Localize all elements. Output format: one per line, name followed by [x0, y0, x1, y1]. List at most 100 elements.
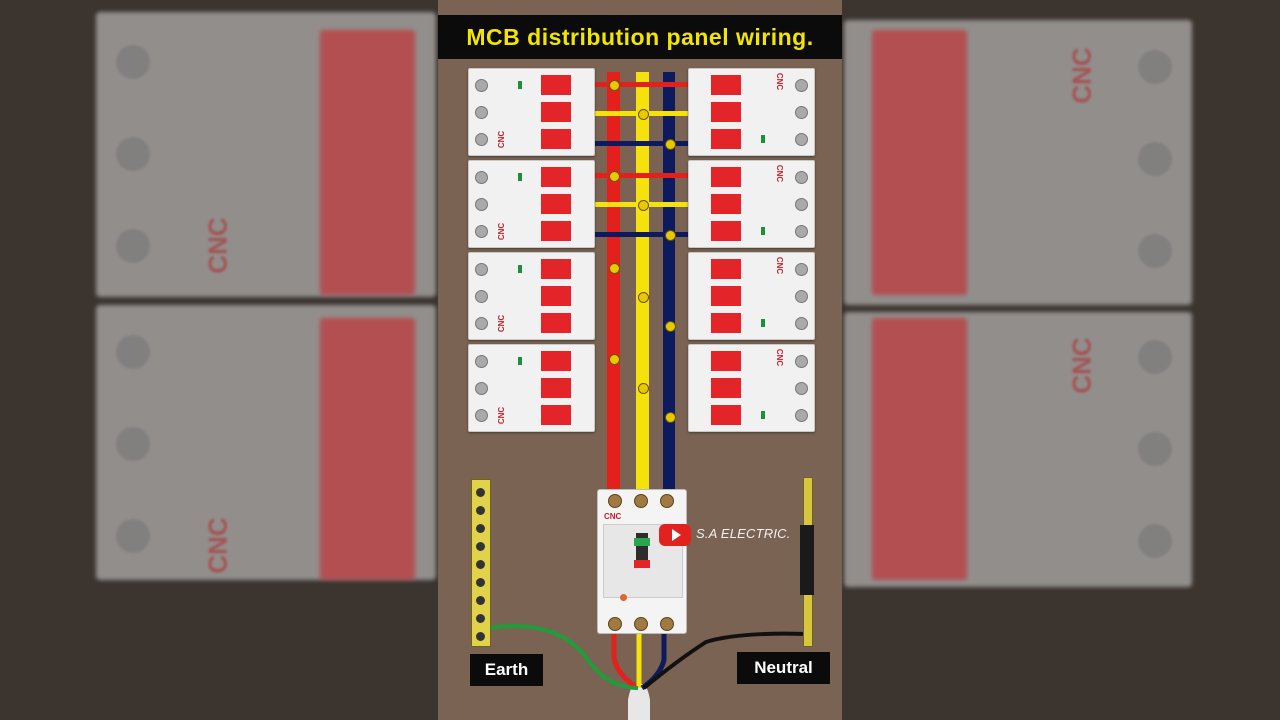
status-indicator	[761, 411, 765, 419]
status-indicator	[761, 135, 765, 143]
terminal-screw	[795, 106, 808, 119]
test-button[interactable]	[620, 594, 627, 601]
mcb-toggle[interactable]	[541, 167, 571, 187]
mcb-left-3[interactable]: CNC	[468, 252, 595, 340]
mcb-toggle[interactable]	[541, 351, 571, 371]
mcb-toggle[interactable]	[541, 313, 571, 333]
bus-connection-dot	[609, 263, 620, 274]
main-breaker-mccb[interactable]: CNC	[597, 489, 687, 634]
title-banner: MCB distribution panel wiring.	[438, 15, 842, 59]
brand-logo: CNC	[775, 256, 785, 275]
terminal-screw	[475, 355, 488, 368]
mcb-toggle[interactable]	[541, 75, 571, 95]
terminal-screw	[795, 263, 808, 276]
brand-logo: CNC	[775, 72, 785, 91]
mcb-toggle[interactable]	[711, 167, 741, 187]
terminal-screw	[795, 225, 808, 238]
mcb-toggle[interactable]	[711, 313, 741, 333]
terminal-screw	[475, 317, 488, 330]
off-indicator	[634, 560, 650, 568]
terminal-screw	[475, 198, 488, 211]
terminal-screw	[475, 409, 488, 422]
earth-wire	[489, 624, 639, 690]
terminal-screw	[795, 317, 808, 330]
terminal-screw	[634, 617, 648, 631]
terminal-screw	[475, 225, 488, 238]
blue-feeder	[593, 141, 688, 146]
brand-logo: CNC	[497, 314, 507, 333]
earth-label: Earth	[470, 654, 543, 686]
brand-logo: CNC	[497, 222, 507, 241]
brand-logo: CNC	[497, 406, 507, 425]
mcb-toggle[interactable]	[711, 259, 741, 279]
bus-connection-dot	[665, 230, 676, 241]
neutral-wire	[642, 631, 807, 690]
terminal-screw	[795, 382, 808, 395]
status-indicator	[518, 173, 522, 181]
mcb-toggle[interactable]	[541, 102, 571, 122]
mcb-toggle[interactable]	[711, 405, 741, 425]
terminal-screw	[475, 171, 488, 184]
bus-connection-dot	[665, 412, 676, 423]
terminal-screw	[608, 494, 622, 508]
terminal-screw	[795, 171, 808, 184]
blurred-brand-text: CNC	[1066, 337, 1097, 394]
terminal-screw	[475, 290, 488, 303]
status-indicator	[761, 319, 765, 327]
mcb-toggle[interactable]	[711, 351, 741, 371]
brand-logo: CNC	[775, 164, 785, 183]
mcb-toggle[interactable]	[711, 286, 741, 306]
brand-logo: CNC	[497, 130, 507, 149]
mcb-toggle[interactable]	[541, 194, 571, 214]
bus-connection-dot	[638, 200, 649, 211]
neutral-label: Neutral	[737, 652, 830, 684]
mcb-toggle[interactable]	[711, 129, 741, 149]
bus-connection-dot	[665, 321, 676, 332]
mcb-toggle[interactable]	[541, 378, 571, 398]
distribution-panel: MCB distribution panel wiring. CNC	[438, 0, 842, 720]
terminal-screw	[475, 263, 488, 276]
blurred-background-left: CNC CNC	[0, 0, 438, 720]
mcb-toggle[interactable]	[711, 75, 741, 95]
terminal-screw	[795, 198, 808, 211]
incoming-cable	[628, 684, 650, 720]
terminal-screw	[795, 290, 808, 303]
mcb-toggle[interactable]	[541, 286, 571, 306]
terminal-screw	[608, 617, 622, 631]
channel-watermark: S.A ELECTRIC.	[696, 526, 791, 541]
red-feeder	[593, 173, 688, 178]
status-indicator	[518, 81, 522, 89]
red-phase-bus	[607, 72, 620, 502]
mcb-right-2[interactable]: CNC	[688, 160, 815, 248]
mcb-left-4[interactable]: CNC	[468, 344, 595, 432]
mcb-left-1[interactable]: CNC	[468, 68, 595, 156]
terminal-screw	[475, 106, 488, 119]
on-indicator	[634, 538, 650, 546]
neutral-label-text: Neutral	[754, 658, 813, 677]
terminal-screw	[795, 409, 808, 422]
mcb-toggle[interactable]	[541, 129, 571, 149]
brand-logo: CNC	[775, 348, 785, 367]
mcb-toggle[interactable]	[711, 221, 741, 241]
mcb-toggle[interactable]	[541, 221, 571, 241]
mcb-toggle[interactable]	[711, 102, 741, 122]
mcb-right-1[interactable]: CNC	[688, 68, 815, 156]
terminal-screw	[795, 133, 808, 146]
earth-busbar	[471, 479, 491, 647]
bus-connection-dot	[638, 109, 649, 120]
play-triangle-icon	[672, 529, 681, 541]
blurred-brand-text: CNC	[1066, 47, 1097, 104]
mcb-right-4[interactable]: CNC	[688, 344, 815, 432]
mcb-left-2[interactable]: CNC	[468, 160, 595, 248]
terminal-screw	[660, 494, 674, 508]
bus-connection-dot	[609, 354, 620, 365]
incoming-red-wire	[611, 632, 640, 691]
blue-phase-bus	[663, 72, 675, 502]
mcb-toggle[interactable]	[541, 405, 571, 425]
mcb-toggle[interactable]	[711, 194, 741, 214]
mcb-toggle[interactable]	[711, 378, 741, 398]
bus-connection-dot	[665, 139, 676, 150]
mcb-right-3[interactable]: CNC	[688, 252, 815, 340]
mcb-toggle[interactable]	[541, 259, 571, 279]
red-feeder	[593, 82, 688, 87]
